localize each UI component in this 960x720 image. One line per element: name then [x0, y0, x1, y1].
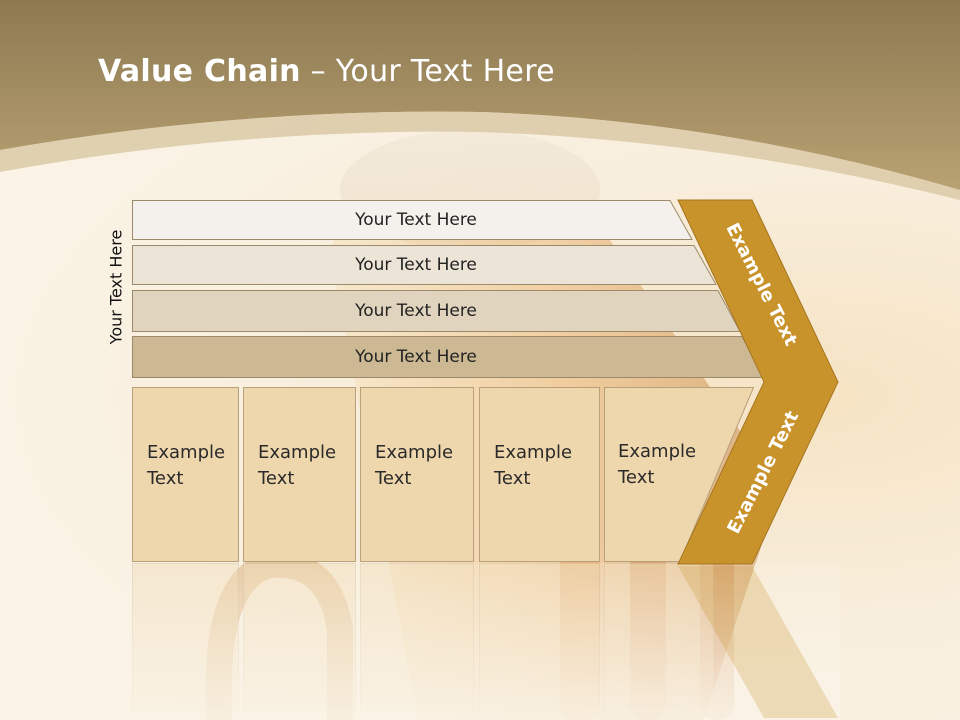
- margin-chevron: [677, 199, 839, 718]
- primary-activity-box: Example Text: [479, 387, 600, 562]
- reflection-fade: [120, 563, 840, 720]
- box-label: Example Text: [375, 442, 454, 489]
- row-label: Your Text Here: [355, 210, 477, 230]
- primary-activity-box: Example Text: [243, 387, 356, 562]
- support-activity-row: Your Text Here: [132, 245, 718, 285]
- row-shape: [132, 245, 717, 285]
- box-label: Example Text: [618, 441, 697, 488]
- row-label: Your Text Here: [355, 301, 477, 321]
- support-activity-row: Your Text Here: [132, 336, 766, 378]
- slide-title: Value Chain – Your Text Here: [98, 54, 555, 89]
- vertical-axis-label: Your Text Here: [106, 229, 126, 345]
- header-band: [0, 0, 960, 200]
- title-bold: Value Chain: [98, 54, 301, 89]
- primary-activity-box: Example Text: [132, 387, 239, 562]
- primary-activity-box: Example Text: [604, 387, 754, 562]
- row-label: Your Text Here: [355, 347, 477, 367]
- title-rest: – Your Text Here: [300, 54, 555, 89]
- support-activity-row: Your Text Here: [132, 200, 694, 240]
- box-label: Example Text: [258, 442, 337, 489]
- row-shape: [132, 200, 693, 240]
- row-label: Your Text Here: [355, 255, 477, 275]
- box-label: Example Text: [494, 442, 573, 489]
- box-label: Example Text: [147, 442, 226, 489]
- support-activity-row: Your Text Here: [132, 290, 742, 332]
- primary-activity-box: Example Text: [360, 387, 474, 562]
